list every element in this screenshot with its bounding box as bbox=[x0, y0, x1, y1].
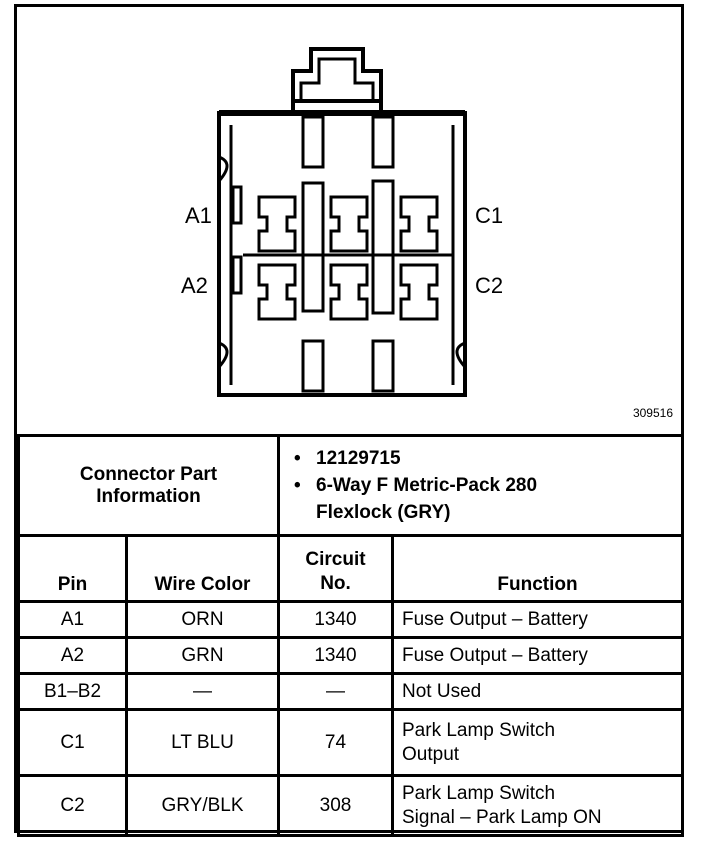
connector-info-label: Connector Part Information bbox=[17, 434, 280, 537]
figure-number: 309516 bbox=[632, 406, 673, 420]
header-pin: Pin bbox=[17, 534, 128, 603]
wire-color-cell: ORN bbox=[125, 600, 280, 639]
pin-label-a2: A2 bbox=[181, 273, 208, 298]
pin-cell: A2 bbox=[17, 636, 128, 675]
pin-label-a1: A1 bbox=[185, 203, 212, 228]
pin-cell: B1–B2 bbox=[17, 672, 128, 711]
circuit-cell: 74 bbox=[277, 708, 394, 777]
function-cell: Park Lamp Switch Output bbox=[391, 708, 684, 777]
connector-info-row: Connector Part Information •12129715 •6-… bbox=[17, 434, 684, 537]
wire-color-cell: GRY/BLK bbox=[125, 774, 280, 837]
table-row: A1 ORN 1340 Fuse Output – Battery bbox=[17, 600, 684, 639]
circuit-cell: 308 bbox=[277, 774, 394, 837]
pin-cell: A1 bbox=[17, 600, 128, 639]
connector-description: 6-Way F Metric-Pack 280 bbox=[316, 475, 538, 496]
circuit-cell: 1340 bbox=[277, 600, 394, 639]
pin-label-c1: C1 bbox=[475, 203, 504, 228]
connector-table: Connector Part Information •12129715 •6-… bbox=[17, 434, 684, 837]
connector-drawing bbox=[217, 47, 467, 397]
function-cell: Fuse Output – Battery bbox=[391, 636, 684, 675]
table-row: C2 GRY/BLK 308 Park Lamp Switch Signal –… bbox=[17, 774, 684, 837]
pin-label-c2: C2 bbox=[475, 273, 504, 298]
table-header-row: Pin Wire Color Circuit No. Function bbox=[17, 534, 684, 603]
table-row: C1 LT BLU 74 Park Lamp Switch Output bbox=[17, 708, 684, 777]
function-cell: Fuse Output – Battery bbox=[391, 600, 684, 639]
function-cell: Park Lamp Switch Signal – Park Lamp ON bbox=[391, 774, 684, 837]
part-number: 12129715 bbox=[316, 448, 401, 469]
pin-cell: C2 bbox=[17, 774, 128, 837]
circuit-cell: — bbox=[277, 672, 394, 711]
connector-info-values: •12129715 •6-Way F Metric-Pack 280 Flexl… bbox=[277, 434, 684, 537]
connector-diagram: A1 A2 C1 C2 309516 bbox=[17, 7, 681, 434]
wire-color-cell: LT BLU bbox=[125, 708, 280, 777]
pin-cell: C1 bbox=[17, 708, 128, 777]
header-function: Function bbox=[391, 534, 684, 603]
connector-document: A1 A2 C1 C2 309516 Connector Part Inform… bbox=[14, 4, 684, 837]
header-wire-color: Wire Color bbox=[125, 534, 280, 603]
wire-color-cell: GRN bbox=[125, 636, 280, 675]
table-row: B1–B2 — — Not Used bbox=[17, 672, 684, 711]
circuit-cell: 1340 bbox=[277, 636, 394, 675]
connector-description-line2: Flexlock (GRY) bbox=[316, 502, 451, 523]
wire-color-cell: — bbox=[125, 672, 280, 711]
table-row: A2 GRN 1340 Fuse Output – Battery bbox=[17, 636, 684, 675]
function-cell: Not Used bbox=[391, 672, 684, 711]
header-circuit-no: Circuit No. bbox=[277, 534, 394, 603]
